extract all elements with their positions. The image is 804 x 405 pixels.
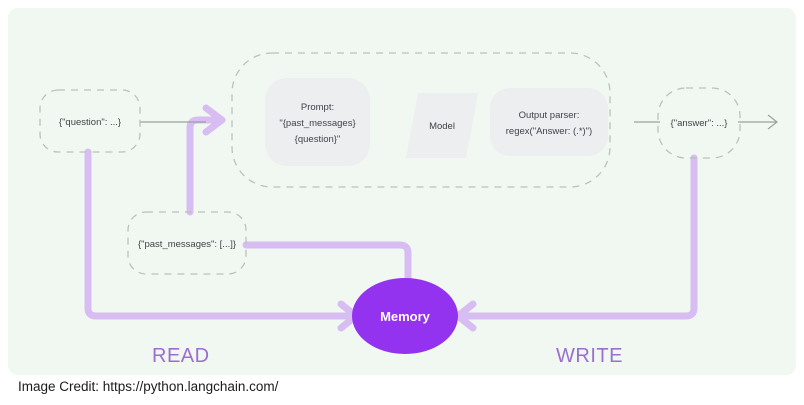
prompt-line-1: Prompt:: [301, 102, 334, 113]
model-label: Model: [429, 121, 455, 132]
read-label: READ: [152, 345, 210, 367]
memory-ellipse: [352, 278, 458, 354]
chain-container: [231, 52, 611, 188]
read-path-memory-to-chain: [186, 116, 218, 216]
past-messages-node: [127, 211, 247, 275]
past-messages-node-label: {"past_messages": [...]}: [138, 239, 236, 250]
arrowhead-into-chain: [202, 104, 226, 136]
arrowhead-exit-right: [767, 114, 778, 130]
read-path-question-to-memory: [84, 148, 356, 320]
write-path-answer-to-memory: [458, 154, 698, 320]
read-path-pastmessages-to-memory: [242, 241, 412, 282]
output-parser-line-1: Output parser:: [519, 110, 580, 121]
prompt-line-3: {question}": [295, 134, 341, 145]
image-credit-caption: Image Credit: https://python.langchain.c…: [18, 379, 279, 394]
thin-connectors: [140, 114, 778, 130]
question-node-label: {"question": ...}: [59, 117, 121, 128]
prompt-box: [265, 78, 370, 166]
model-box: [406, 93, 478, 158]
answer-node-label: {"answer": ...}: [671, 118, 728, 129]
output-parser-box: [490, 88, 608, 156]
question-node: [39, 89, 141, 153]
answer-node: [657, 87, 741, 159]
write-label: WRITE: [556, 345, 623, 367]
output-parser-line-2: regex("Answer: (.*)"): [506, 126, 592, 137]
memory-label: Memory: [380, 309, 431, 324]
prompt-line-2: "{past_messages}: [279, 118, 355, 129]
